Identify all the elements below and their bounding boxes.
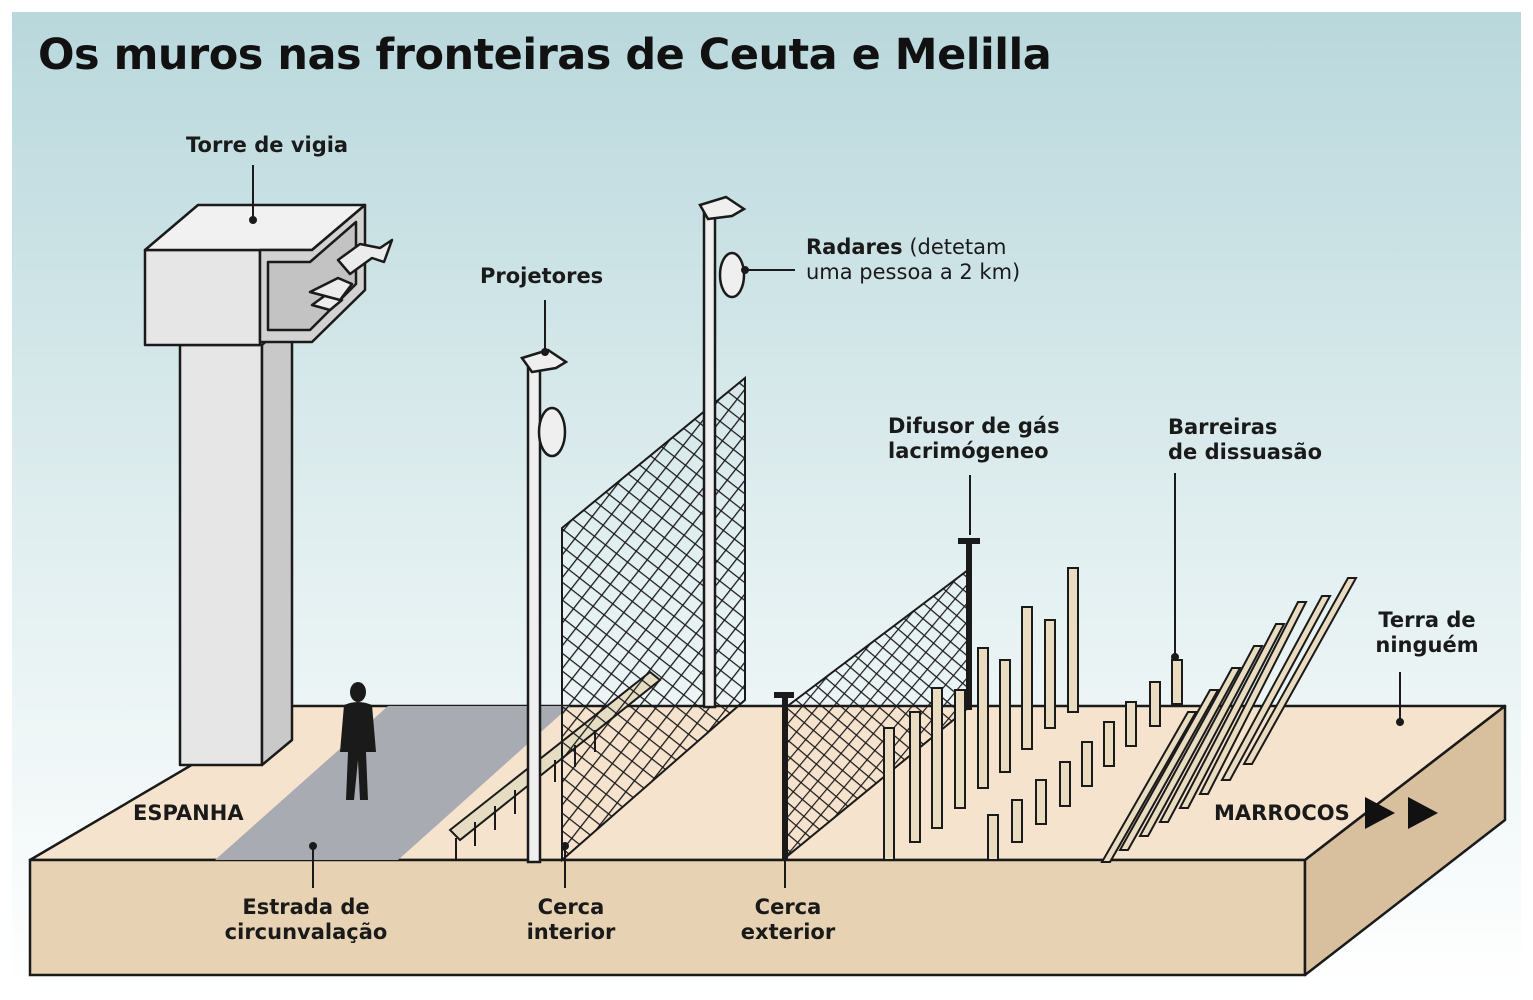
label-difusor-line-2: lacrimógeneo xyxy=(888,439,1049,463)
outer-fence xyxy=(774,538,980,861)
label-radares-name: Radares xyxy=(806,235,903,259)
label-cerca-interior-line-2: interior xyxy=(526,920,616,944)
label-cerca-exterior-line-2: exterior xyxy=(740,920,836,944)
label-cerca-interior-line-1: Cerca xyxy=(537,895,605,919)
label-cerca-interior: Cerca interior xyxy=(516,895,626,945)
label-estrada-line-2: circunvalação xyxy=(224,920,388,944)
label-barreiras-line-2: de dissuasão xyxy=(1168,440,1323,464)
leader-lines xyxy=(249,165,1404,888)
label-torre-de-vigia: Torre de vigia xyxy=(186,133,349,157)
label-estrada-line-1: Estrada de xyxy=(242,895,370,919)
label-difusor: Difusor de gás lacrimógeneo xyxy=(888,414,1060,464)
person-silhouette xyxy=(340,682,376,800)
label-cerca-exterior: Cerca exterior xyxy=(733,895,843,945)
marrocos-arrows xyxy=(1365,797,1438,829)
watch-tower xyxy=(143,203,394,767)
label-espanha: ESPANHA xyxy=(133,801,244,825)
label-radares-detail-1: (detetam xyxy=(902,235,1007,259)
page-title: Os muros nas fronteiras de Ceuta e Melil… xyxy=(38,30,1052,80)
road-strip xyxy=(215,706,570,860)
label-barreiras-line-1: Barreiras xyxy=(1168,415,1278,439)
label-radares-detail-2: uma pessoa a 2 km) xyxy=(806,260,1021,284)
label-radares: Radares (detetam uma pessoa a 2 km) xyxy=(806,235,1020,285)
label-difusor-line-1: Difusor de gás xyxy=(888,414,1060,438)
label-cerca-exterior-line-1: Cerca xyxy=(754,895,822,919)
label-marrocos: MARROCOS xyxy=(1214,801,1350,825)
label-estrada: Estrada de circunvalação xyxy=(206,895,406,945)
deterrent-posts xyxy=(883,567,1183,861)
label-projetores: Projetores xyxy=(480,264,604,288)
label-terra-line-1: Terra de xyxy=(1378,608,1476,632)
projector-pole xyxy=(519,348,569,864)
dissuasion-barriers xyxy=(1100,577,1358,863)
inner-fence xyxy=(561,195,747,863)
label-barreiras: Barreiras de dissuasão xyxy=(1168,415,1322,465)
label-terra-de-ninguem: Terra de ninguém xyxy=(1372,608,1482,658)
label-terra-line-2: ninguém xyxy=(1375,633,1479,657)
ground-side xyxy=(1303,704,1507,977)
